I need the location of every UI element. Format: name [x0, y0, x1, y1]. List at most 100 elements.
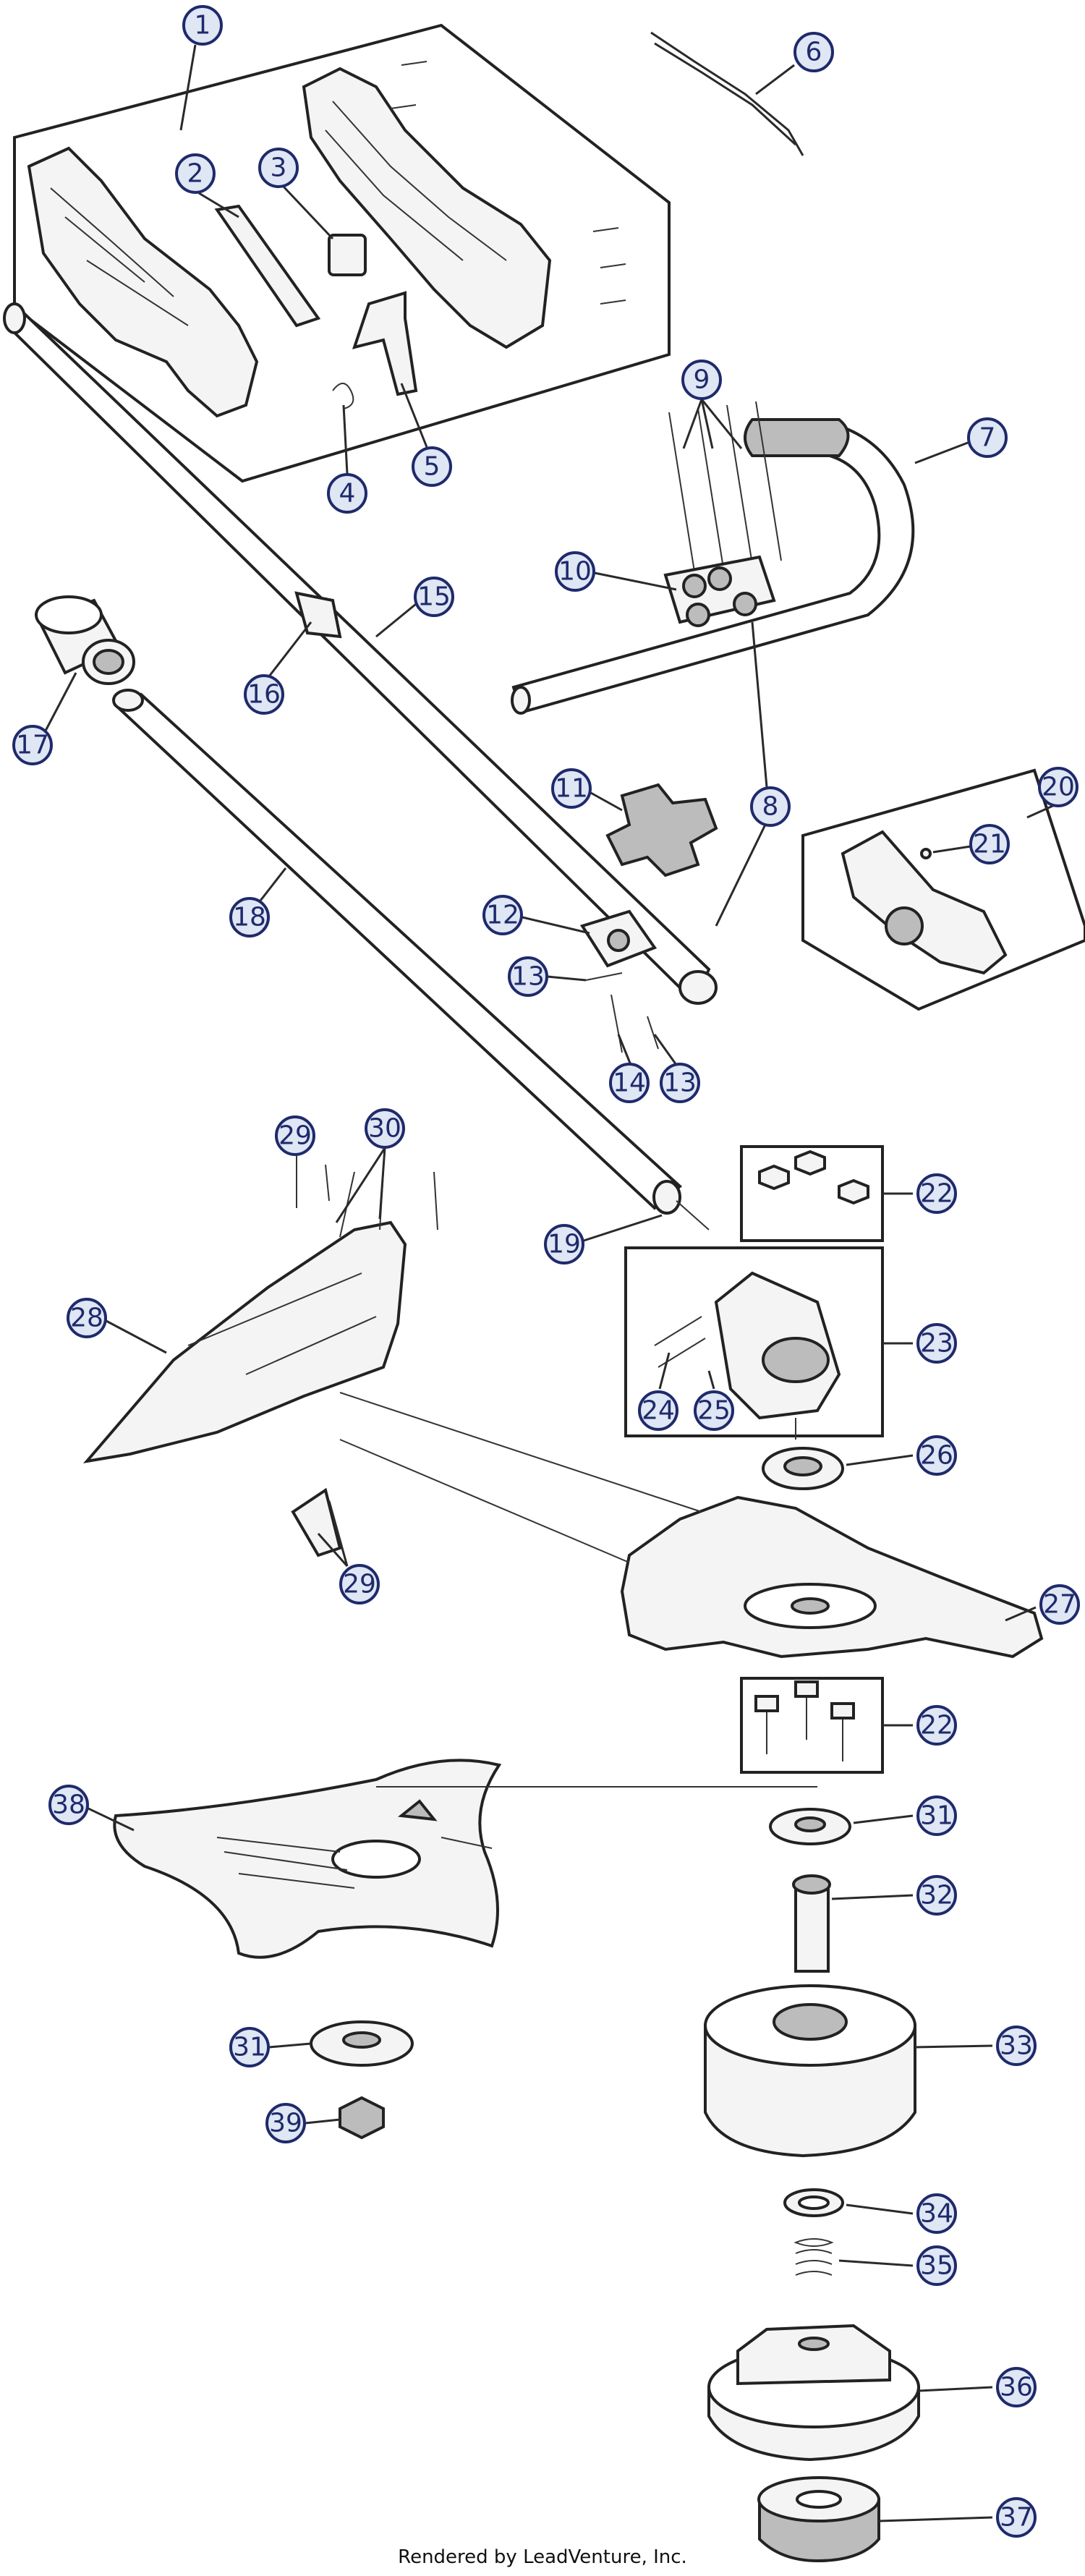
callout-number: 1 — [195, 11, 211, 41]
callout-number: 25 — [697, 1396, 731, 1426]
callout-c31b: 31 — [229, 2027, 270, 2067]
callout-circle — [12, 725, 53, 765]
callout-number: 5 — [424, 452, 441, 482]
callout-circle — [916, 1875, 957, 1916]
washer-and-spindle-right — [769, 1808, 914, 1973]
callout-number: 22 — [920, 1711, 953, 1740]
trigger-part — [214, 204, 321, 328]
shaft-clip — [294, 591, 342, 639]
callout-c27: 27 — [1039, 1584, 1080, 1625]
callout-circle — [681, 360, 722, 400]
callout-number: 4 — [339, 479, 356, 509]
callout-number: 27 — [1043, 1590, 1076, 1620]
lower-shaft — [112, 689, 710, 1242]
callout-number: 21 — [973, 830, 1006, 859]
callout-circle — [916, 1795, 957, 1836]
callout-circle — [327, 473, 367, 514]
callout-number: 14 — [613, 1068, 646, 1098]
callout-number: 17 — [16, 731, 49, 760]
callout-number: 32 — [920, 1881, 953, 1910]
callout-number: 35 — [920, 2251, 953, 2281]
callout-number: 30 — [368, 1114, 401, 1144]
callout-number: 31 — [920, 1801, 953, 1831]
callout-circle — [67, 1298, 107, 1338]
bolt-box-bottom — [740, 1677, 913, 1774]
callout-number: 20 — [1042, 773, 1075, 802]
callout-circle — [916, 1173, 957, 1214]
callout-circle — [996, 2497, 1037, 2538]
callout-circle — [660, 1063, 700, 1103]
callout-number: 36 — [1000, 2373, 1033, 2402]
callout-number: 16 — [247, 680, 281, 710]
debris-shield — [82, 1147, 438, 1567]
callout-circle — [916, 2245, 957, 2286]
callout-c4: 4 — [327, 473, 367, 514]
callout-c11: 11 — [551, 768, 592, 809]
callout-circle — [414, 577, 454, 617]
callout-circle — [916, 1705, 957, 1746]
clamp-knob — [589, 783, 718, 877]
callout-c13b: 13 — [660, 1063, 700, 1103]
callout-c38: 38 — [48, 1785, 89, 1825]
callout-number: 23 — [920, 1329, 953, 1359]
callout-number: 38 — [52, 1790, 85, 1820]
throttle-cable — [650, 31, 804, 156]
callout-c37: 37 — [996, 2497, 1037, 2538]
callout-c20: 20 — [1038, 767, 1078, 807]
callout-circle — [229, 897, 270, 938]
callout-number: 29 — [278, 1121, 312, 1151]
callout-circle — [175, 153, 216, 194]
callout-c31a: 31 — [916, 1795, 957, 1836]
callout-c13a: 13 — [508, 956, 548, 997]
throttle-box — [801, 768, 1085, 1011]
callout-c17: 17 — [12, 725, 53, 765]
washer-and-spring — [783, 2188, 914, 2276]
callout-number: 37 — [1000, 2503, 1033, 2533]
callout-circle — [916, 1323, 957, 1364]
callout-c39: 39 — [265, 2103, 306, 2143]
callout-c29b: 29 — [339, 1564, 380, 1604]
callout-number: 28 — [70, 1304, 103, 1333]
callout-number: 2 — [187, 159, 204, 189]
callout-c18: 18 — [229, 897, 270, 938]
callout-c21: 21 — [969, 824, 1010, 864]
callout-number: 19 — [548, 1230, 581, 1259]
callout-circle — [969, 824, 1010, 864]
callout-circle — [265, 2103, 306, 2143]
callout-circle — [508, 956, 548, 997]
callout-c26: 26 — [916, 1435, 957, 1476]
callout-number: 10 — [558, 557, 592, 587]
callout-circle — [182, 5, 223, 46]
callout-number: 22 — [920, 1179, 953, 1209]
bump-knob — [757, 2476, 993, 2563]
callout-number: 34 — [920, 2199, 953, 2229]
callout-c9: 9 — [681, 360, 722, 400]
callout-circle — [365, 1108, 405, 1149]
callout-c1: 1 — [182, 5, 223, 46]
callout-number: 26 — [920, 1441, 953, 1471]
callout-number: 11 — [555, 774, 588, 804]
washer-and-nut-left — [268, 2020, 414, 2140]
callout-c10: 10 — [555, 551, 595, 592]
callout-circle — [1039, 1584, 1080, 1625]
callout-c8: 8 — [750, 786, 791, 827]
callout-c33: 33 — [996, 2025, 1037, 2066]
callout-number: 9 — [694, 365, 710, 395]
callout-c22b: 22 — [916, 1705, 957, 1746]
callout-circle — [996, 2367, 1037, 2407]
callout-number: 39 — [269, 2109, 302, 2138]
callout-circle — [609, 1063, 650, 1103]
switch-part — [328, 234, 367, 276]
callout-number: 3 — [271, 153, 287, 183]
callout-circle — [750, 786, 791, 827]
callout-c7: 7 — [967, 417, 1008, 458]
bolt-box-top — [740, 1145, 913, 1242]
callout-c12: 12 — [482, 895, 523, 935]
callout-number: 29 — [343, 1570, 376, 1599]
callout-circle — [916, 2193, 957, 2234]
callout-number: 6 — [806, 38, 822, 67]
callout-circle — [638, 1390, 678, 1431]
callout-number: 31 — [233, 2033, 266, 2062]
line-spool — [707, 2324, 993, 2462]
